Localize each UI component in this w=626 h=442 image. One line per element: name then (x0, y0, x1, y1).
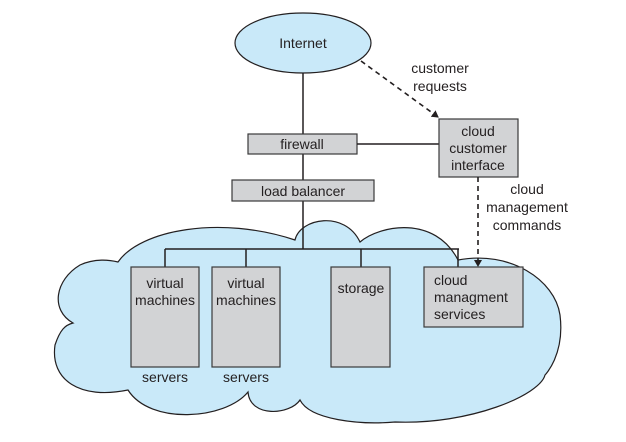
internet-label: Internet (279, 35, 327, 51)
cms-line-1: cloud (434, 272, 467, 288)
mgmt-commands-line-1: cloud (510, 181, 543, 197)
customer-requests-line-2: requests (413, 78, 467, 94)
firewall-label: firewall (280, 136, 324, 152)
vm1-line-2: machines (135, 292, 195, 308)
cms-line-2: managment (434, 289, 508, 305)
storage-label: storage (338, 280, 385, 296)
customer-requests-line-1: customer (411, 60, 469, 76)
vm2-caption: servers (223, 369, 269, 385)
vm1-caption: servers (142, 369, 188, 385)
virtual-machines-node-1 (130, 266, 200, 368)
cms-line-3: services (434, 306, 485, 322)
customer-requests-arrow (360, 60, 439, 118)
virtual-machines-node-2 (211, 266, 281, 368)
cloud-management-services-node (423, 266, 524, 328)
mgmt-commands-line-3: commands (493, 217, 561, 233)
mgmt-commands-line-2: management (486, 199, 568, 215)
cci-line-2: customer (449, 140, 507, 156)
cci-line-1: cloud (461, 123, 494, 139)
storage-node (330, 266, 391, 368)
vm1-line-1: virtual (146, 275, 183, 291)
vm2-line-2: machines (216, 292, 276, 308)
vm2-line-1: virtual (227, 275, 264, 291)
load-balancer-node (231, 179, 375, 202)
cci-line-3: interface (451, 157, 505, 173)
cloud-customer-interface-node (438, 118, 519, 178)
load-balancer-label: load balancer (261, 183, 345, 199)
